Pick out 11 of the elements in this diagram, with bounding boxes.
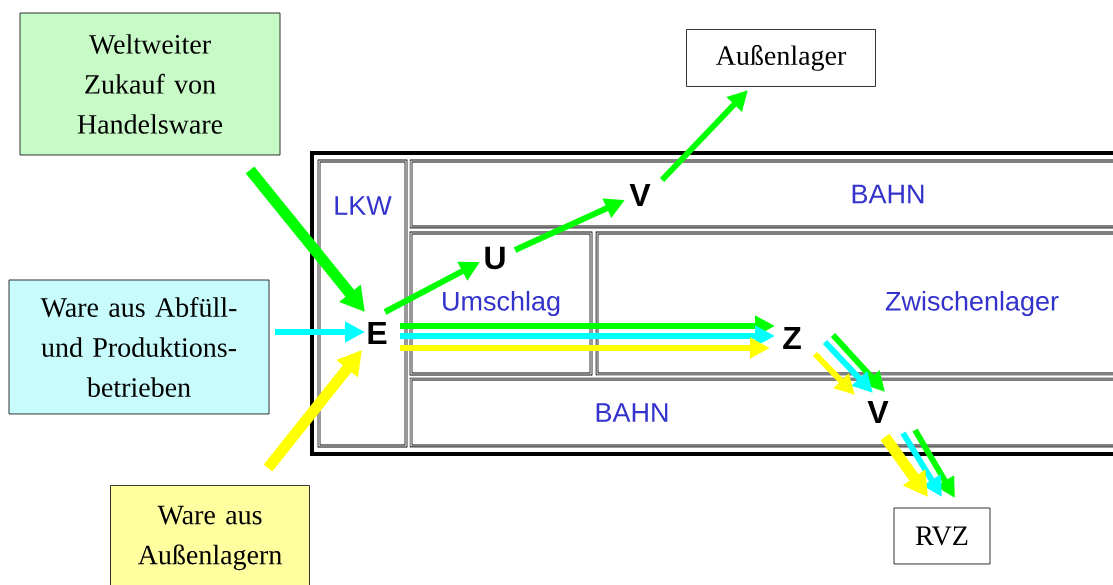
- flow-letter: V: [629, 184, 651, 206]
- text-box: RVZ: [893, 507, 991, 565]
- text-box: Weltweiter Zukauf von Handelsware: [19, 12, 281, 156]
- flow-letter: E: [368, 322, 387, 344]
- text-box: Ware aus Außenlagern: [110, 485, 310, 585]
- flow-letter: U: [485, 246, 505, 270]
- text-box: Außenlager: [686, 29, 876, 87]
- warehouse-frame: [310, 151, 1113, 456]
- text-box: Ware aus Abfüll- und Produktions- betrieben: [8, 279, 270, 415]
- flow-letter: V: [867, 401, 889, 423]
- flow-letter: Z: [783, 327, 801, 349]
